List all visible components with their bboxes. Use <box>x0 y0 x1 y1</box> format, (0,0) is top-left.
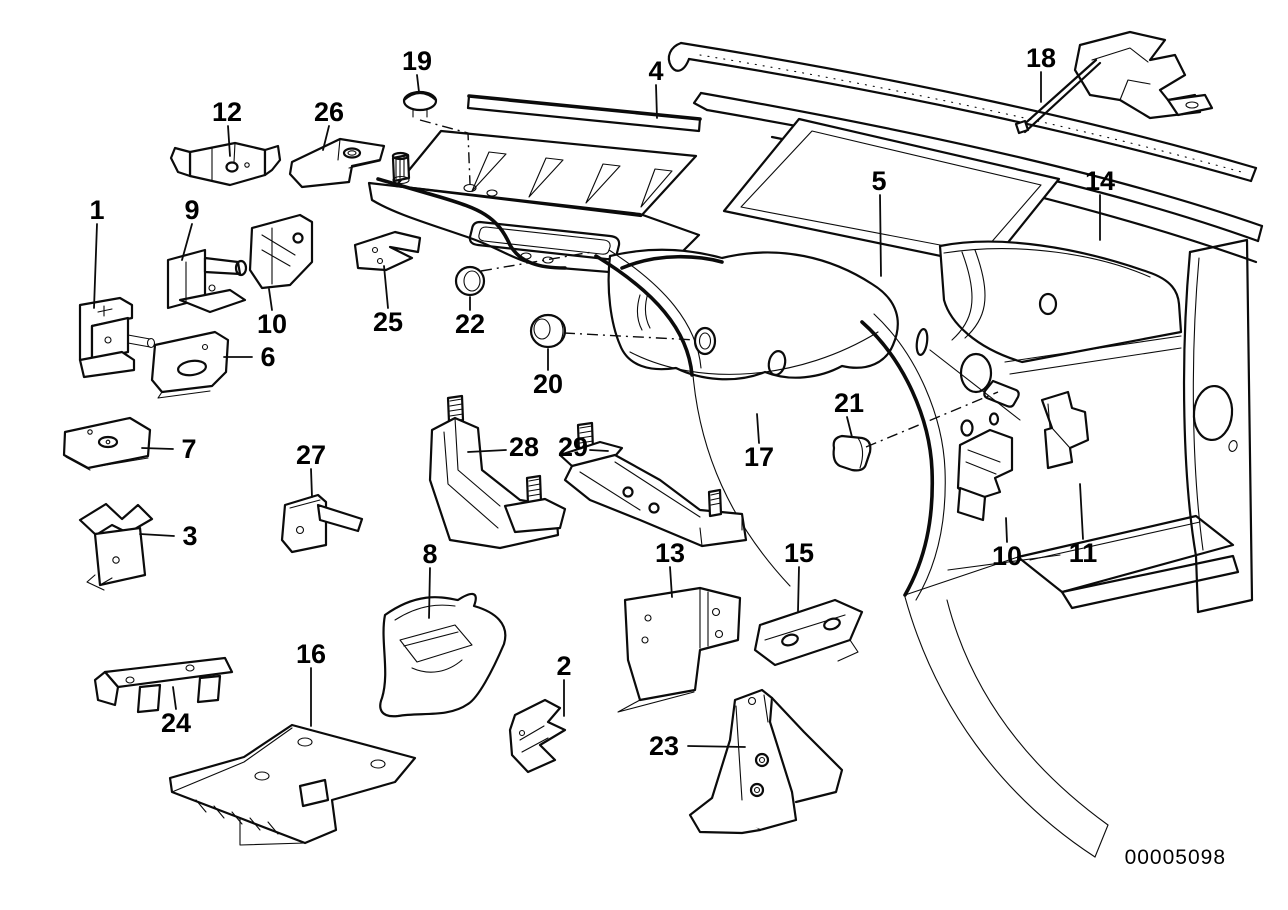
callout-leader-3 <box>139 533 175 537</box>
callout-leader-17 <box>756 413 760 444</box>
dash-panel-14 <box>938 240 1183 375</box>
part-8 <box>379 592 507 718</box>
alignment-line-21 <box>865 391 999 448</box>
callout-8[interactable]: 8 <box>422 539 437 569</box>
callout-29[interactable]: 29 <box>558 432 588 462</box>
callout-10[interactable]: 10 <box>992 541 1022 571</box>
part-16 <box>168 723 417 846</box>
callout-17[interactable]: 17 <box>744 442 774 472</box>
right-wheel-arch <box>860 313 1109 858</box>
catalog-number: 00005098 <box>1124 846 1226 869</box>
part-11 <box>929 349 1090 470</box>
part-3 <box>78 502 154 591</box>
callout-14[interactable]: 14 <box>1085 166 1115 196</box>
callout-leader-29 <box>589 449 609 452</box>
part-9 <box>166 248 248 314</box>
alignment-line-22 <box>480 251 593 272</box>
part-28 <box>428 394 567 550</box>
alignment-line-19 <box>419 119 471 185</box>
part-22-grommet <box>454 265 486 297</box>
callout-leader-4 <box>655 84 658 119</box>
heater-box-assembly <box>367 94 702 278</box>
callout-25[interactable]: 25 <box>373 307 403 337</box>
callout-7[interactable]: 7 <box>181 434 196 464</box>
callout-24[interactable]: 24 <box>161 708 191 738</box>
callout-leader-26 <box>322 125 330 151</box>
part-6 <box>150 330 230 399</box>
callout-leader-19 <box>416 74 420 93</box>
part-29 <box>558 421 748 548</box>
part-24 <box>93 656 234 714</box>
callout-11[interactable]: 11 <box>1069 538 1098 568</box>
callout-leader-28 <box>467 449 507 453</box>
callout-2[interactable]: 2 <box>556 651 571 681</box>
callout-10[interactable]: 10 <box>257 309 287 339</box>
callout-leader-1 <box>93 223 98 309</box>
callout-leader-21 <box>846 416 853 438</box>
part-10-left <box>248 213 314 290</box>
callout-leader-9 <box>181 223 193 261</box>
callout-leader-25 <box>383 265 389 309</box>
callout-18[interactable]: 18 <box>1026 43 1056 73</box>
callout-leader-15 <box>797 566 800 612</box>
callout-23[interactable]: 23 <box>649 731 679 761</box>
callout-20[interactable]: 20 <box>533 369 563 399</box>
callout-leader-23 <box>687 745 746 748</box>
callout-12[interactable]: 12 <box>212 97 242 127</box>
part-26 <box>288 137 386 189</box>
windshield-frame <box>692 91 1264 268</box>
callout-leader-7 <box>141 447 174 450</box>
callout-leader-8 <box>428 567 431 619</box>
cowl-top-strip <box>667 41 1258 183</box>
callout-5[interactable]: 5 <box>871 166 886 196</box>
firewall-holes <box>915 328 1020 437</box>
part-12 <box>169 141 282 187</box>
part-21-cap <box>832 434 872 472</box>
part-23 <box>688 688 844 835</box>
callout-13[interactable]: 13 <box>655 538 685 568</box>
part-2 <box>508 698 567 774</box>
callout-1[interactable]: 1 <box>89 195 104 225</box>
callout-22[interactable]: 22 <box>455 309 485 339</box>
callout-leader-10 <box>268 288 273 311</box>
part-7 <box>62 416 152 471</box>
callout-leader-5 <box>879 194 882 277</box>
callout-21[interactable]: 21 <box>834 388 864 418</box>
left-wheel-arch <box>594 249 791 587</box>
callout-leader-10 <box>1005 517 1008 543</box>
alignment-lines <box>419 119 999 448</box>
callout-leader-13 <box>669 566 673 598</box>
callout-16[interactable]: 16 <box>296 639 326 669</box>
callout-9[interactable]: 9 <box>184 195 199 225</box>
part-27 <box>280 493 364 554</box>
part-18-bracket <box>1014 30 1214 135</box>
sill-panel <box>904 514 1240 610</box>
callout-4[interactable]: 4 <box>648 56 663 86</box>
part-19-plug <box>402 90 438 118</box>
callout-leader-12 <box>227 125 231 157</box>
part-10-right <box>947 428 1061 571</box>
callout-6[interactable]: 6 <box>260 342 275 372</box>
callout-3[interactable]: 3 <box>182 521 197 551</box>
callout-15[interactable]: 15 <box>784 538 814 568</box>
stud <box>391 151 411 185</box>
callout-leader-27 <box>310 468 313 498</box>
part-20-plug <box>529 313 567 349</box>
part-25 <box>353 230 422 272</box>
callout-26[interactable]: 26 <box>314 97 344 127</box>
part-1 <box>78 296 156 379</box>
part-15 <box>753 598 864 667</box>
callout-leader-24 <box>172 686 177 710</box>
callout-27[interactable]: 27 <box>296 440 326 470</box>
callout-28[interactable]: 28 <box>509 432 539 462</box>
part-17-splash-panel <box>607 248 899 381</box>
callout-leader-11 <box>1079 483 1084 540</box>
part-13 <box>617 586 742 713</box>
callout-19[interactable]: 19 <box>402 46 432 76</box>
